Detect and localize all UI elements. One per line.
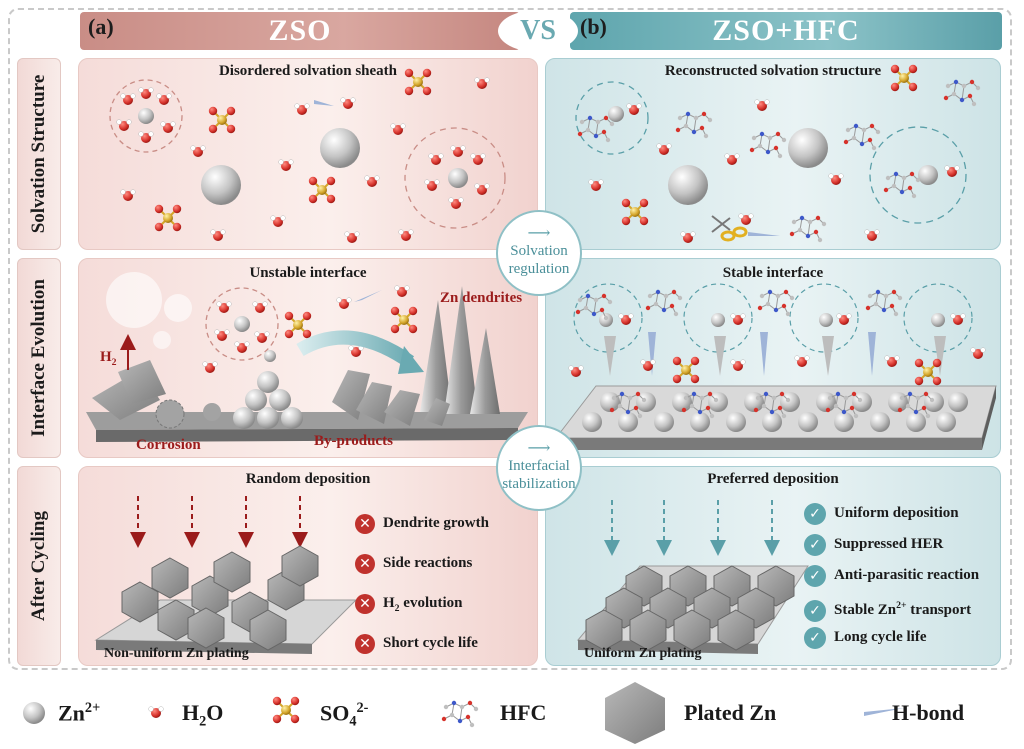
interfacial-stabilization-line2: stabilization xyxy=(502,476,576,492)
benefit-anti-parasitic: ✓ Anti-parasitic reaction xyxy=(804,564,980,587)
cross-icon: ✕ xyxy=(355,593,375,614)
legend-so4-main: SO xyxy=(320,700,350,726)
check-icon: ✓ xyxy=(804,502,826,525)
legend-h2o: H2O xyxy=(182,700,223,730)
zso-hfc-title: ZSO+HFC xyxy=(712,14,860,47)
panel-a-letter: (a) xyxy=(88,14,114,39)
cross-icon: ✕ xyxy=(355,513,375,534)
legend-h2o-rest: O xyxy=(206,700,224,725)
issue-text: Dendrite growth xyxy=(383,515,489,531)
issue-dendrite-growth: ✕ Dendrite growth xyxy=(355,512,489,534)
zso-cycling-art xyxy=(94,496,358,654)
hfc-cycling-title: Preferred deposition xyxy=(707,471,839,487)
benefit-text-pre: Stable Zn xyxy=(834,602,897,618)
zso-interface-title: Unstable interface xyxy=(249,265,367,281)
zso-header: (a) ZSO xyxy=(80,12,520,50)
issue-text-main: H xyxy=(383,595,395,611)
corrosion-label: Corrosion xyxy=(136,437,201,453)
check-icon: ✓ xyxy=(804,599,826,622)
zso-interface-art xyxy=(86,272,528,442)
zso-title: ZSO xyxy=(268,14,332,47)
benefit-text-sup: 2+ xyxy=(896,600,907,611)
zso-hfc-header: (b) ZSO+HFC xyxy=(570,12,1002,50)
hfc-solvation-title: Reconstructed solvation structure xyxy=(664,63,882,79)
zso-solvation-art xyxy=(109,67,506,244)
issue-h2-evolution: ✕ H2 evolution xyxy=(355,592,462,614)
legend-h2o-sub: 2 xyxy=(199,713,207,730)
benefit-uniform-deposition: ✓ Uniform deposition xyxy=(804,502,959,525)
hfc-interface-title: Stable interface xyxy=(722,265,824,281)
legend-h2o-main: H xyxy=(182,700,200,725)
row-label-cycling: After Cycling xyxy=(17,466,61,666)
nonuniform-plating-label: Non-uniform Zn plating xyxy=(104,646,249,661)
benefit-text: Long cycle life xyxy=(834,629,927,645)
outer-frame xyxy=(8,8,1012,670)
h2-label-sub: 2 xyxy=(111,357,117,368)
benefit-text: Uniform deposition xyxy=(834,505,959,521)
check-icon: ✓ xyxy=(804,533,826,556)
legend-so4-sub: 4 xyxy=(349,713,357,730)
legend-hbond: H-bond xyxy=(892,700,965,725)
hfc-cycling-art xyxy=(576,500,809,654)
interfacial-stabilization-badge: ⟶ Interfacial stabilization xyxy=(496,425,582,511)
h2-label-main: H xyxy=(100,349,112,365)
benefit-text: Anti-parasitic reaction xyxy=(834,567,980,583)
solvation-regulation-badge: ⟶ Solvation regulation xyxy=(496,210,582,296)
zso-cycling-title: Random deposition xyxy=(245,471,371,487)
row-label-interface: Interface Evolution xyxy=(17,258,61,458)
benefit-stable-transport: ✓ Stable Zn2+ transport xyxy=(804,595,972,622)
interfacial-stabilization-line1: Interfacial xyxy=(508,458,570,474)
legend-art xyxy=(23,682,904,744)
hfc-solvation-art xyxy=(575,63,981,244)
benefit-text: Suppressed HER xyxy=(834,536,944,552)
benefit-long-cycle-life: ✓ Long cycle life xyxy=(804,626,927,649)
issue-text: Short cycle life xyxy=(383,635,478,651)
hfc-solvation-panel: Reconstructed solvation structure xyxy=(545,58,1001,250)
benefit-text-post: transport xyxy=(906,602,972,618)
issue-text-rest: evolution xyxy=(399,595,463,611)
solvation-regulation-line2: regulation xyxy=(508,261,570,277)
check-icon: ✓ xyxy=(804,564,826,587)
check-icon: ✓ xyxy=(804,626,826,649)
uniform-plating-label: Uniform Zn plating xyxy=(584,646,702,661)
issue-text-sub: 2 xyxy=(394,603,400,614)
vs-badge: VS xyxy=(498,10,578,52)
legend-so4: SO42- xyxy=(320,700,368,731)
issue-text: Side reactions xyxy=(383,555,473,571)
panel-b-letter: (b) xyxy=(580,14,607,39)
legend-so4-sup: 2- xyxy=(356,700,369,716)
legend-plated-zn: Plated Zn xyxy=(684,700,777,725)
benefit-suppressed-her: ✓ Suppressed HER xyxy=(804,533,944,556)
hfc-interface-art xyxy=(554,283,997,450)
issue-side-reactions: ✕ Side reactions xyxy=(355,552,472,574)
legend-hfc: HFC xyxy=(500,700,547,725)
legend-zn-sup: 2+ xyxy=(84,700,101,716)
right-arrow-icon: ⟶ xyxy=(527,225,551,242)
row-label-solvation: Solvation Structure xyxy=(17,58,61,250)
legend-zn-main: Zn xyxy=(58,700,85,726)
cross-icon: ✕ xyxy=(355,633,375,654)
right-arrow-icon: ⟶ xyxy=(527,440,551,457)
legend: Zn2+ H2O SO42- HFC Plated Zn H-bond xyxy=(0,688,1024,738)
h2-label: H2 xyxy=(100,349,117,368)
cross-icon: ✕ xyxy=(355,553,375,574)
zn-dendrites-label: Zn dendrites xyxy=(440,290,523,306)
byproducts-label: By-products xyxy=(314,433,393,449)
solvation-regulation-line1: Solvation xyxy=(510,243,568,259)
zso-solvation-title: Disordered solvation sheath xyxy=(218,63,398,79)
issue-short-cycle-life: ✕ Short cycle life xyxy=(355,632,478,654)
legend-zn: Zn2+ xyxy=(58,700,100,726)
